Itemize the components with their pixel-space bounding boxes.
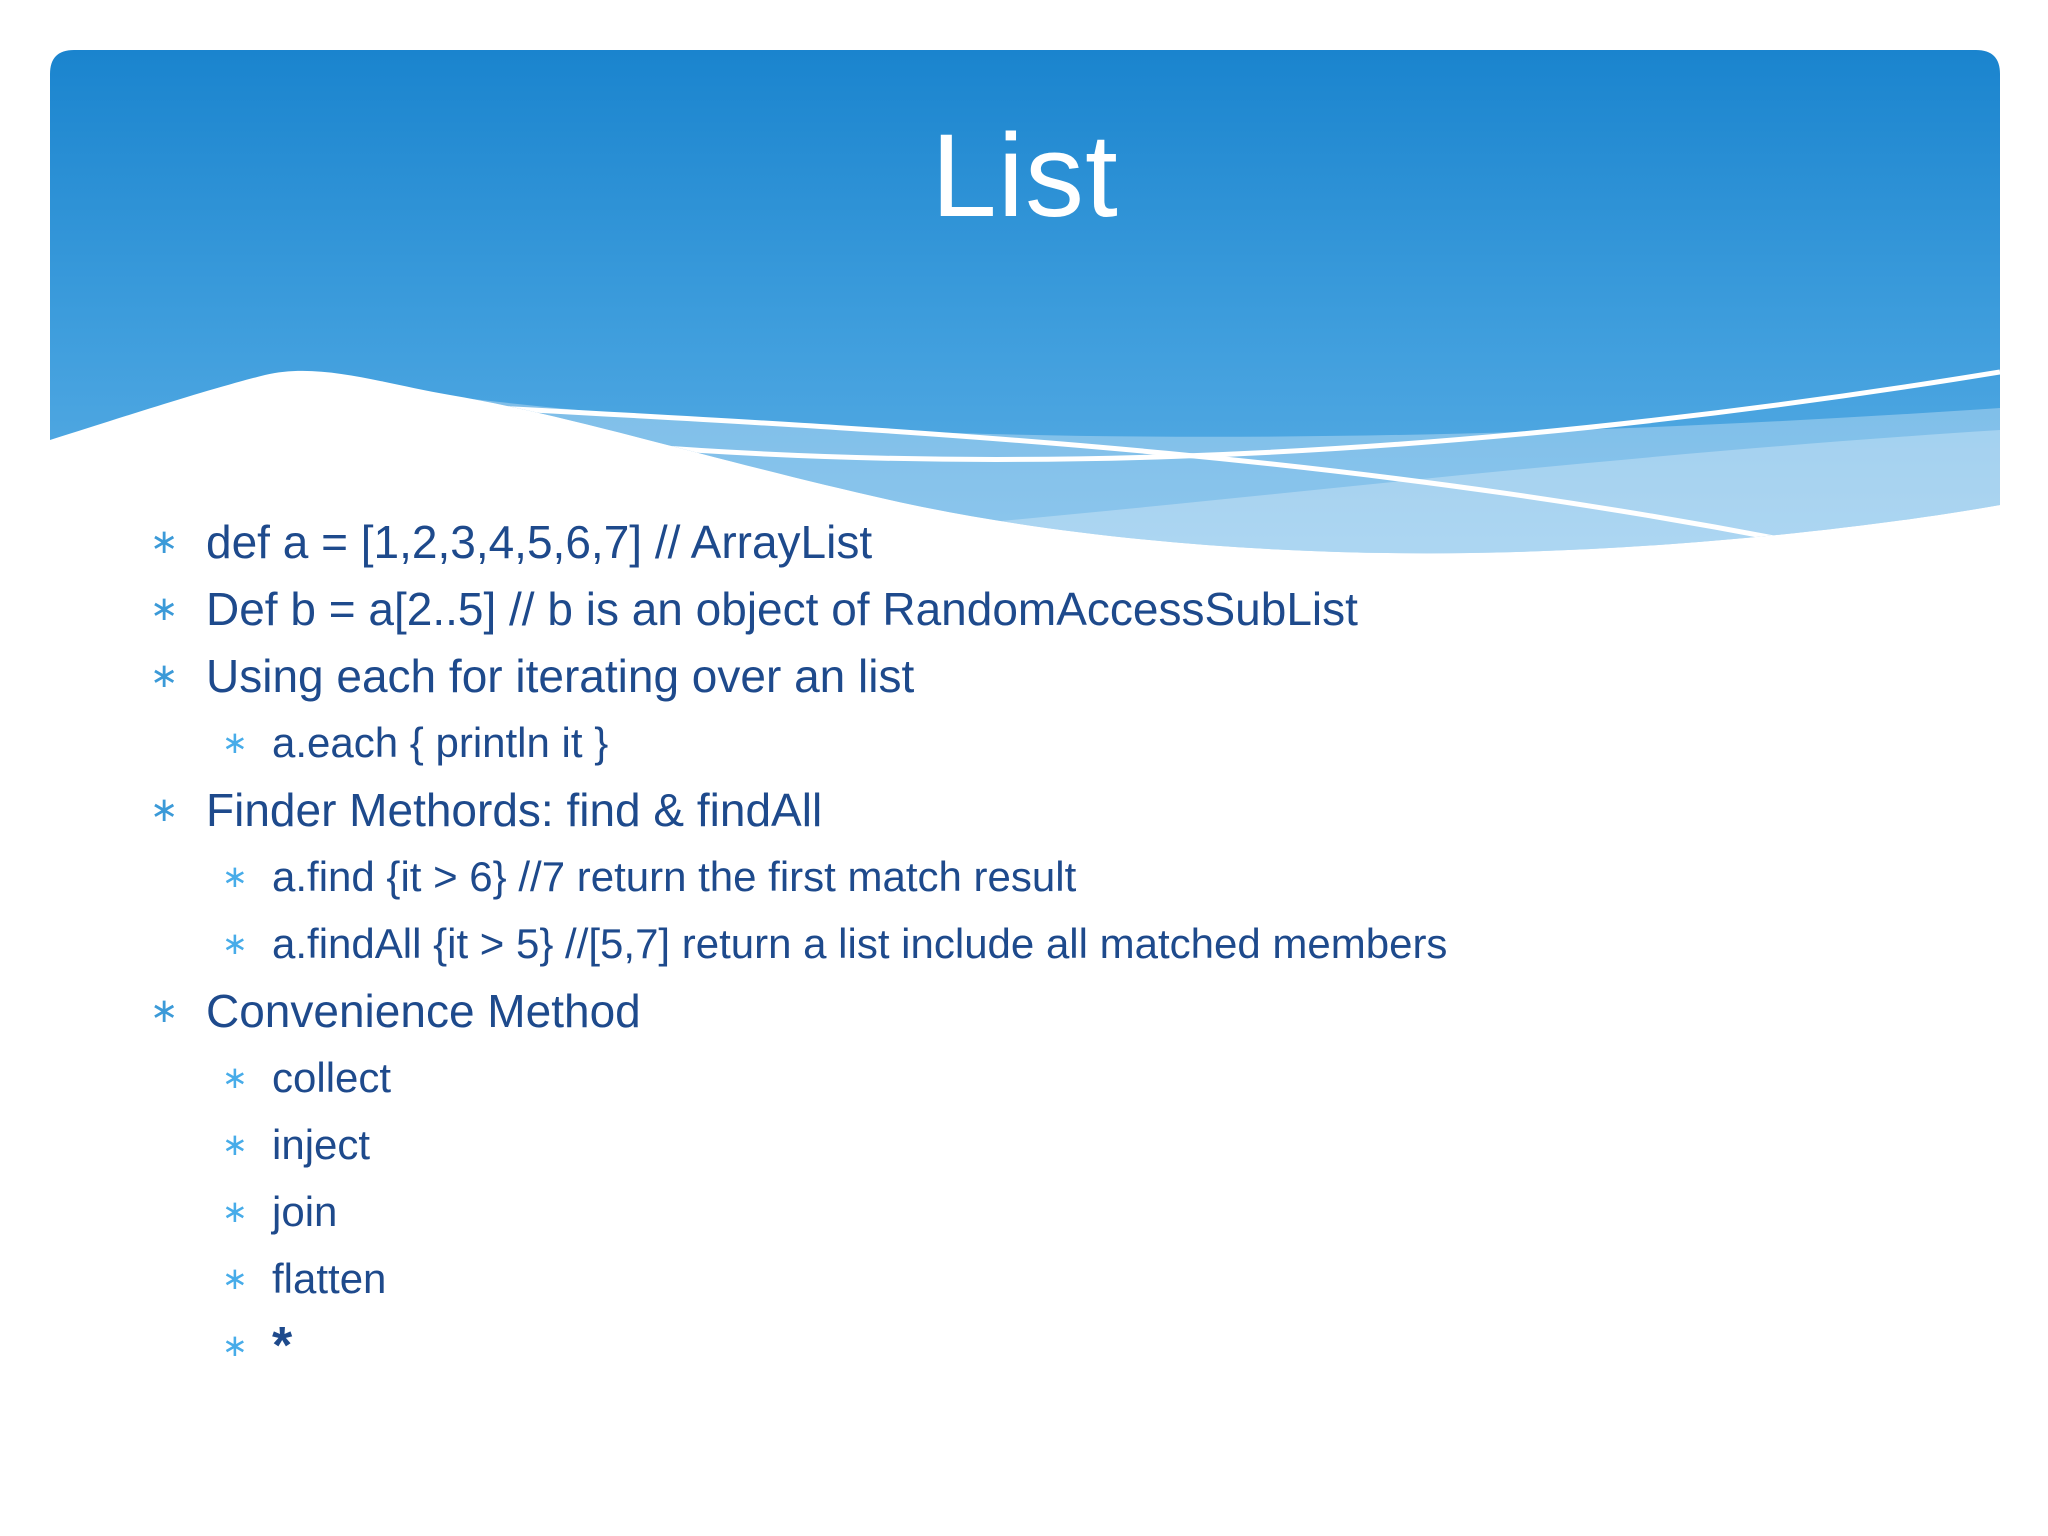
bullet-asterisk-icon: ∗ xyxy=(222,1327,248,1364)
list-item-text: a.findAll {it > 5} //[5,7] return a list… xyxy=(272,919,1448,967)
list-item: ∗ collect xyxy=(222,1044,2048,1111)
list-item: ∗ Using each for iterating over an list xyxy=(150,642,2048,709)
list-item: ∗ Convenience Method xyxy=(150,977,2048,1044)
list-item: ∗ flatten xyxy=(222,1245,2048,1312)
bullet-asterisk-icon: ∗ xyxy=(150,789,179,830)
list-item-text: inject xyxy=(272,1120,371,1168)
list-item-text: Using each for iterating over an list xyxy=(206,649,915,702)
bullet-asterisk-icon: ∗ xyxy=(222,1193,248,1230)
header-wave-graphic xyxy=(50,50,2000,554)
bullet-asterisk-icon: ∗ xyxy=(222,1059,248,1096)
list-item-text: flatten xyxy=(272,1254,387,1302)
list-item-text: Finder Methords: find & findAll xyxy=(206,783,823,836)
list-item-text: def a = [1,2,3,4,5,6,7] // ArrayList xyxy=(206,515,873,568)
list-item: ∗ a.findAll {it > 5} //[5,7] return a lis… xyxy=(222,910,2048,977)
bullet-asterisk-icon: ∗ xyxy=(150,990,179,1031)
list-item-text: a.find {it > 6} //7 return the first mat… xyxy=(272,852,1077,900)
list-item-text: * xyxy=(272,1316,293,1375)
bullet-asterisk-icon: ∗ xyxy=(222,1126,248,1163)
list-item: ∗ a.find {it > 6} //7 return the first ma… xyxy=(222,843,2048,910)
bullet-list: ∗ def a = [1,2,3,4,5,6,7] // ArrayList ∗ De… xyxy=(0,508,2048,1379)
bullet-asterisk-icon: ∗ xyxy=(150,588,179,629)
list-item: ∗ def a = [1,2,3,4,5,6,7] // ArrayList xyxy=(150,508,2048,575)
list-item: ∗* xyxy=(222,1312,2048,1379)
list-item-text: a.each { println it } xyxy=(272,718,609,766)
list-item-text: join xyxy=(272,1187,338,1235)
list-item: ∗ a.each { println it } xyxy=(222,709,2048,776)
bullet-asterisk-icon: ∗ xyxy=(222,1260,248,1297)
list-item: ∗ join xyxy=(222,1178,2048,1245)
bullet-asterisk-icon: ∗ xyxy=(150,655,179,696)
bullet-asterisk-icon: ∗ xyxy=(222,724,248,761)
page-title: List xyxy=(931,110,1119,242)
bullet-asterisk-icon: ∗ xyxy=(222,925,248,962)
list-item: ∗ Def b = a[2..5] // b is an object of Ra… xyxy=(150,575,2048,642)
list-item-text: collect xyxy=(272,1053,392,1101)
list-item-text: Convenience Method xyxy=(206,984,641,1037)
list-item: ∗ inject xyxy=(222,1111,2048,1178)
list-item: ∗ Finder Methords: find & findAll xyxy=(150,776,2048,843)
list-item-text: Def b = a[2..5] // b is an object of Ran… xyxy=(206,582,1358,635)
bullet-asterisk-icon: ∗ xyxy=(222,858,248,895)
bullet-asterisk-icon: ∗ xyxy=(150,521,179,562)
